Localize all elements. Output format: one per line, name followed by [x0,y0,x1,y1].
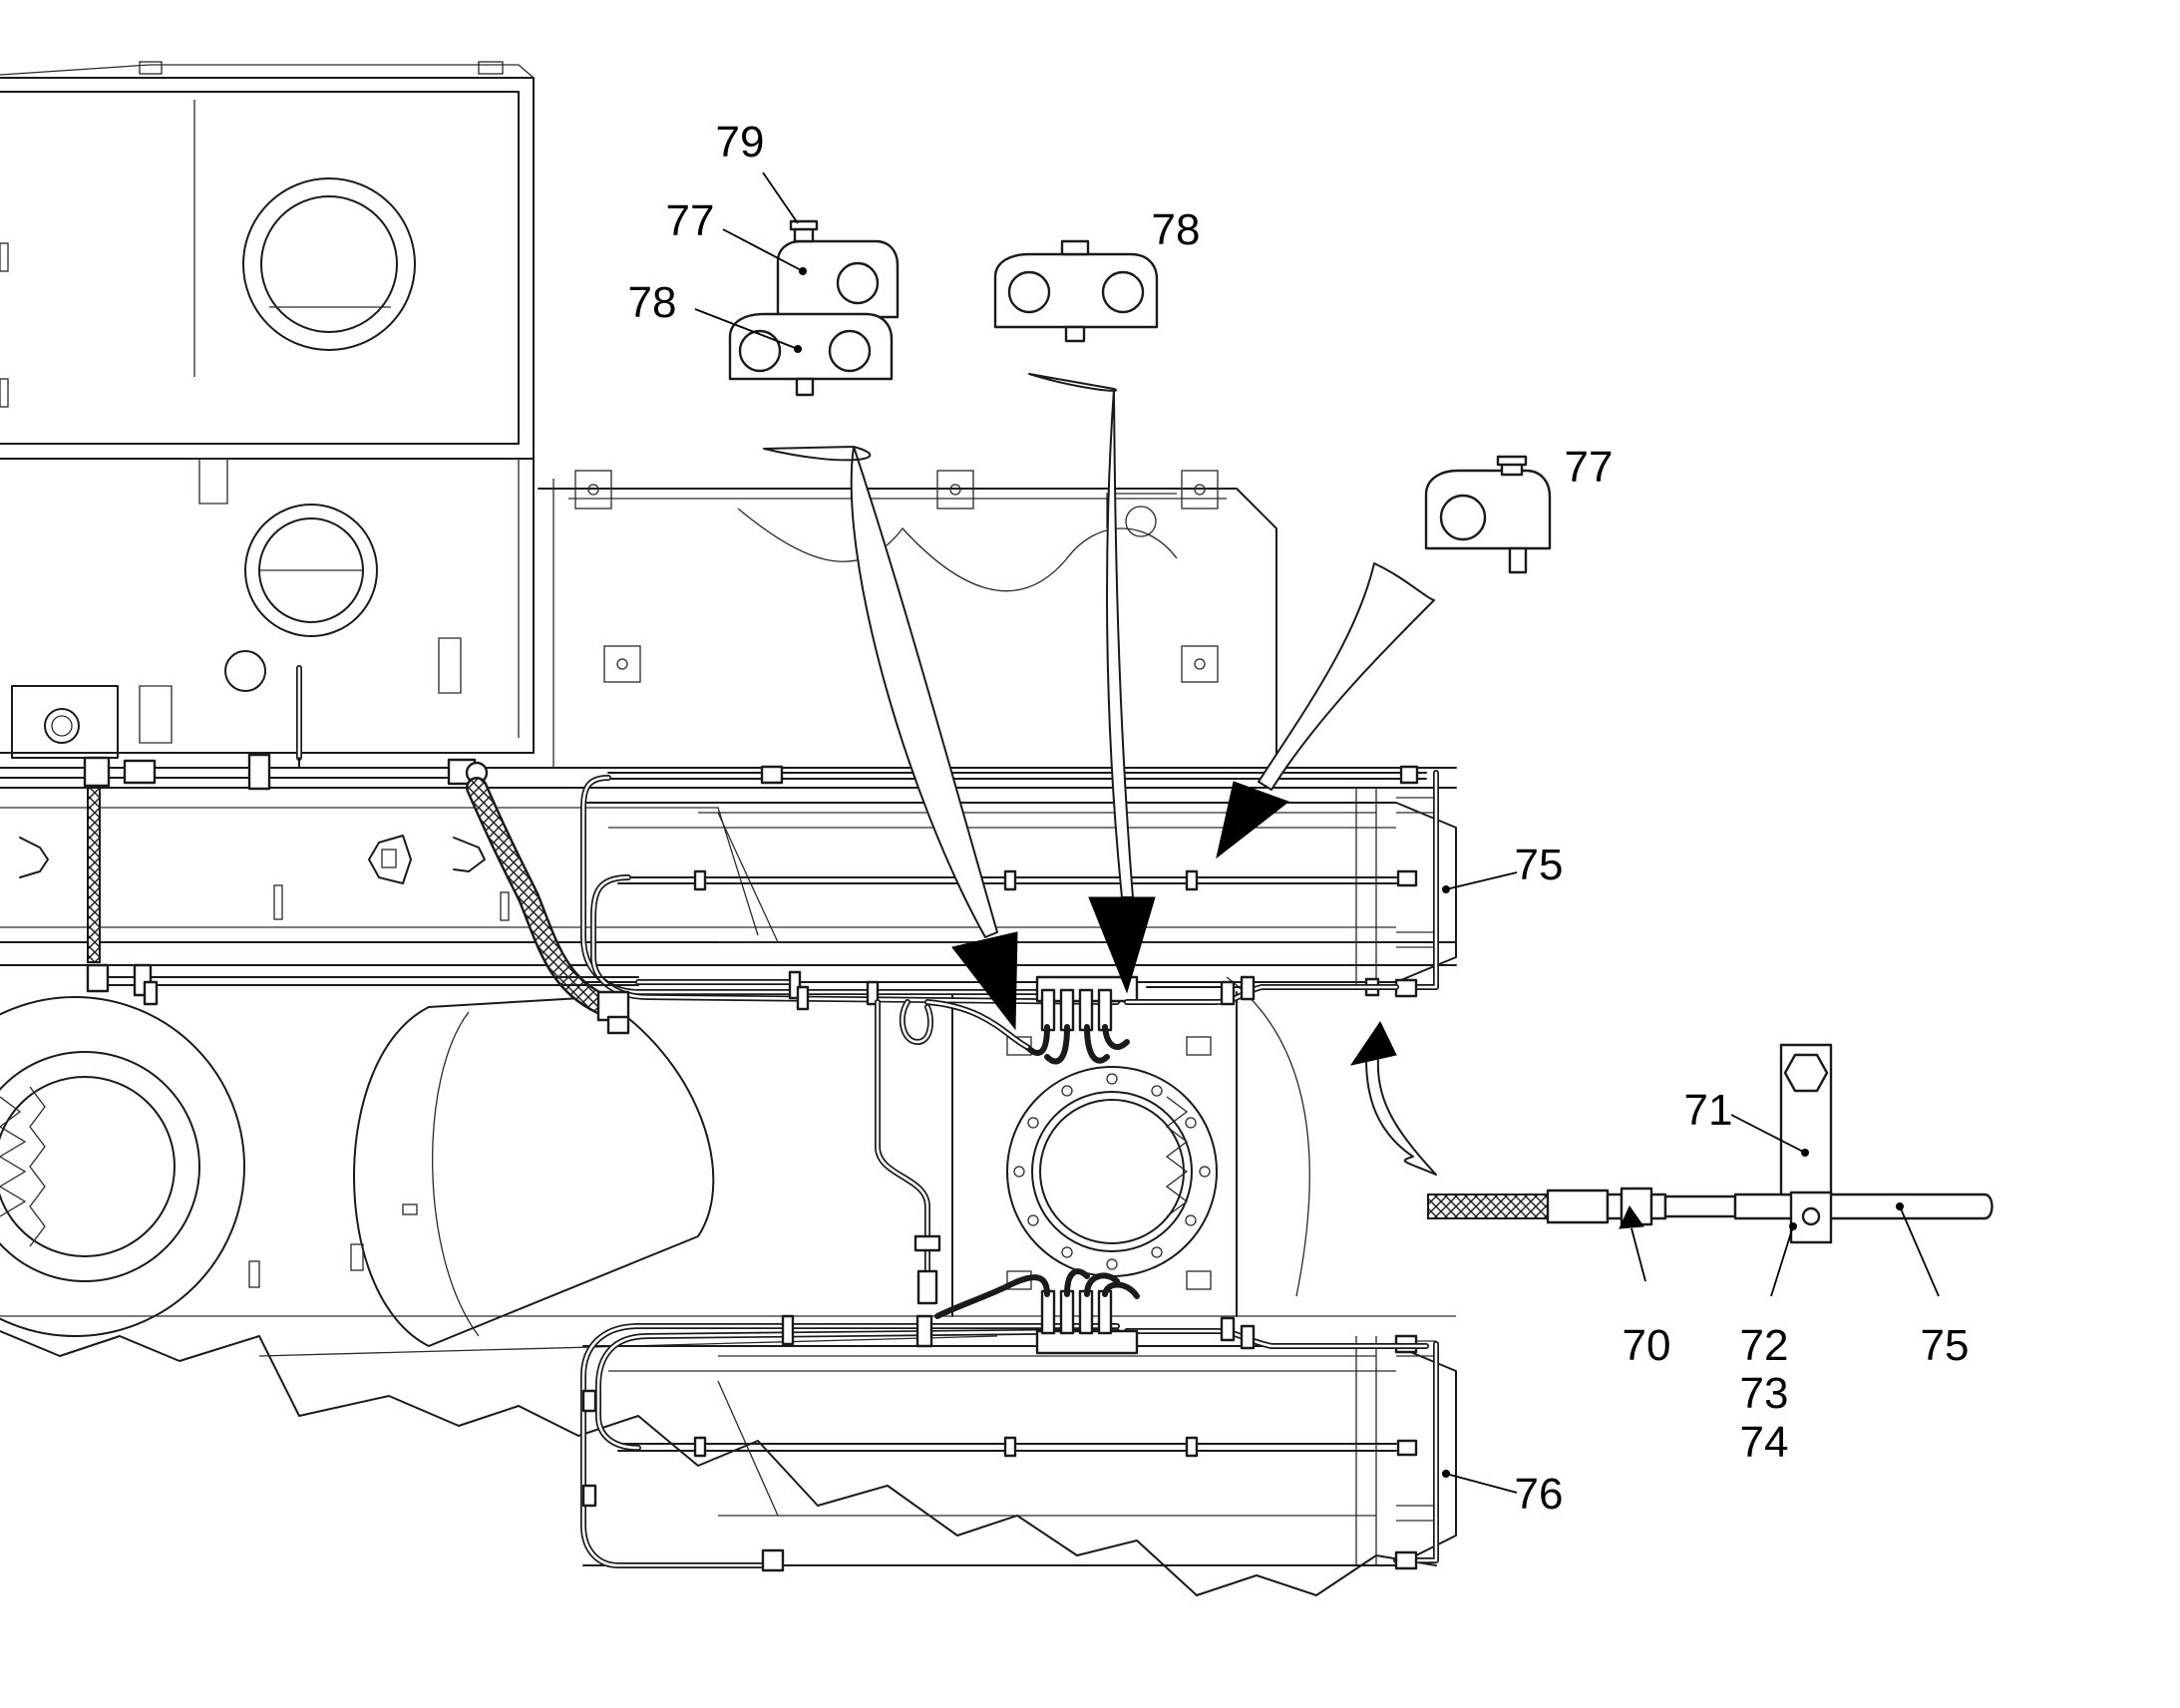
arrow-from-clamp-78-mid [1028,373,1156,994]
callout-70: 70 [1623,1321,1671,1370]
upper-hose-routing [580,775,1399,1305]
detail-view [1427,1043,1994,1244]
callout-77-right: 77 [1565,443,1614,492]
upper-boom-assembly [582,765,1457,998]
callout-73: 73 [1740,1369,1789,1418]
arrow-from-clamp-78-left [763,446,1018,1031]
clamp-part-78-left [728,312,894,397]
callout-75-detail: 75 [1921,1321,1970,1370]
callout-75-upper: 75 [1515,841,1564,889]
lower-boom-assembly [580,1268,1457,1572]
machine-frame [0,61,1457,1596]
clamp-part-77-right [1424,455,1552,574]
callout-78-mid: 78 [1152,205,1201,254]
callout-labels: 79 77 78 78 77 75 76 71 70 72 73 74 75 [628,118,1970,1519]
bearing-bolt-circle [1013,1073,1211,1270]
callout-78-left: 78 [628,278,677,327]
callout-leaders [694,171,1940,1494]
callout-79: 79 [716,118,765,167]
arrow-from-clamp-77-right [1216,562,1435,859]
clamp-part-78-mid [993,239,1159,343]
callout-71: 71 [1684,1086,1733,1135]
callout-72: 72 [1740,1321,1789,1370]
left-feed-hoses [0,665,791,1035]
arrow-to-detail [1349,1021,1437,1176]
callout-77-top: 77 [666,196,715,245]
callout-74: 74 [1740,1418,1789,1467]
clamp-part-77-top [776,219,900,319]
callout-76: 76 [1515,1470,1564,1519]
